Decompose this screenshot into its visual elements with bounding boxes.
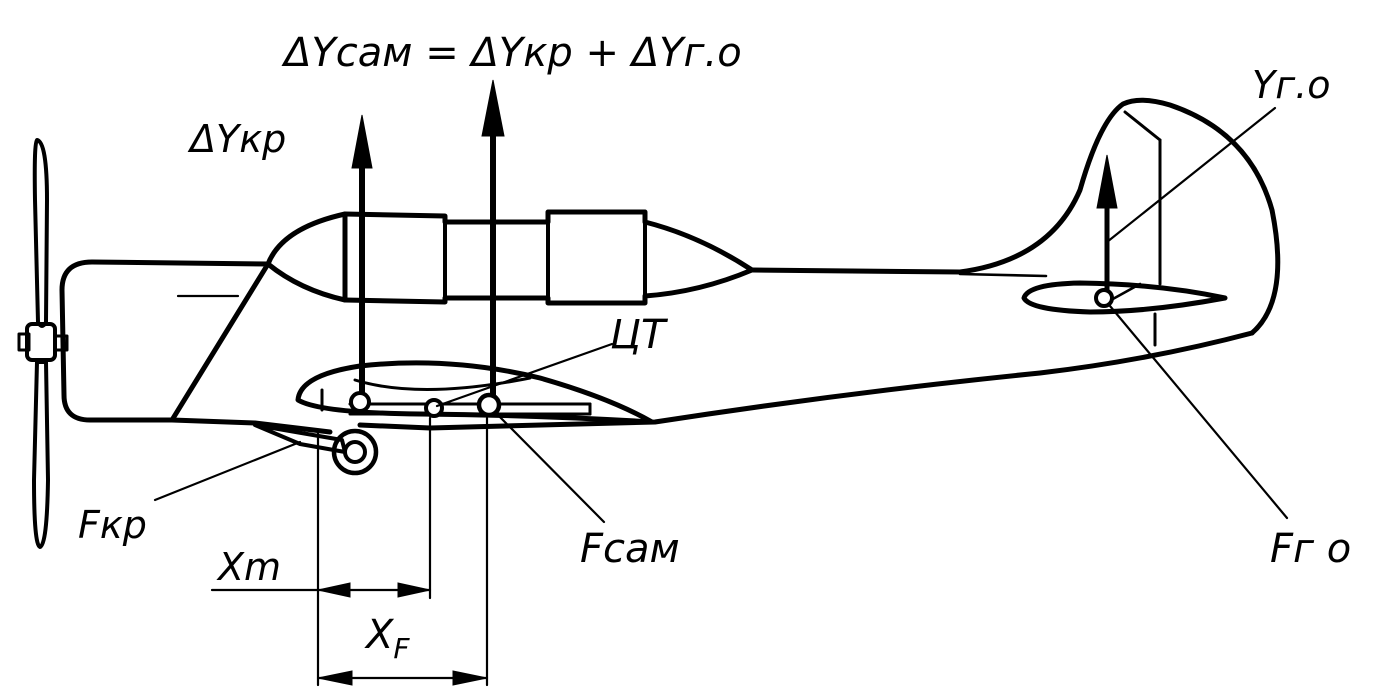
total-lift-arrow [481,79,505,395]
center-of-gravity-label: ЦТ [610,312,669,358]
focus-distance-base: X [364,612,395,658]
tail-airfoil [1021,280,1228,315]
tail-focus-point [1094,288,1114,308]
force-points [349,288,1114,418]
focus-distance-label: XF [364,612,410,665]
aircraft-focus-point [476,392,502,418]
wing-lift-label: ΔYкр [187,117,286,161]
wing-focus-label: Fкр [78,503,147,547]
propeller [17,138,69,549]
cg-distance-label: Xm [216,545,281,589]
total-lift-equation-label: ΔYсам = ΔYкр + ΔYг.о [281,30,742,76]
tail-focus-label: Fг о [1270,526,1351,572]
tail-lift-label: Yг.о [1252,63,1331,107]
wing-focus-point [349,391,371,413]
fuselage [169,97,1281,435]
canopy [342,209,755,306]
wing-airfoil [295,360,655,425]
engine-cowling [59,259,271,423]
landing-gear [253,423,379,476]
aircraft-focus-label: Fсам [580,526,680,572]
dimension-lines [210,416,489,687]
wing-lift-arrow [351,114,373,393]
tail-lift-arrow [1096,154,1118,290]
leader-lines [153,106,1289,524]
center-of-gravity-point [424,398,444,418]
focus-distance-subscript: F [393,632,410,665]
